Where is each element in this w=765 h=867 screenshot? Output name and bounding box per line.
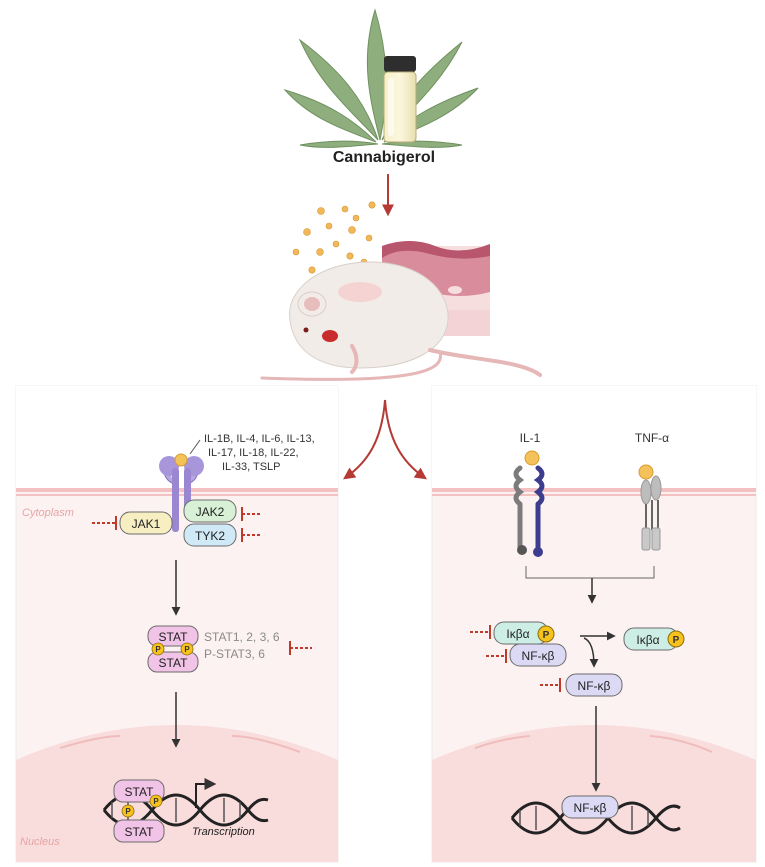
svg-text:JAK1: JAK1: [132, 517, 161, 531]
tnf-receptor-icon: [638, 464, 662, 551]
svg-text:P: P: [153, 797, 159, 806]
tyk2-inhibitor: [241, 528, 262, 542]
svg-text:STAT: STAT: [159, 656, 189, 670]
left-nucleus: [16, 725, 338, 862]
svg-text:P: P: [184, 645, 190, 654]
ikba-inhibitor: [470, 625, 491, 639]
svg-text:P: P: [543, 630, 550, 641]
svg-text:STAT: STAT: [159, 630, 189, 644]
stat-list-2: P-STAT3, 6: [204, 647, 265, 661]
dna-right-rungs: [519, 806, 649, 830]
nuclear-nfkb-node: NF-κβ: [561, 795, 619, 819]
nfkb-release-arrow: [583, 637, 599, 668]
nucleus-label: Nucleus: [20, 836, 60, 848]
free-ikba-node: Iκβα P: [623, 627, 685, 651]
jak2-inhibitor: [241, 507, 262, 521]
cytokine-pointer: [189, 439, 201, 455]
tnf-label: TNF-α: [635, 431, 669, 445]
svg-text:TYK2: TYK2: [195, 529, 225, 543]
nfkb-complex-inhibitor: [486, 649, 507, 663]
cytokine-line-3: IL-33, TSLP: [222, 461, 281, 473]
converge-bracket: [525, 566, 655, 579]
vial-icon: [383, 56, 417, 143]
svg-text:Iκβα: Iκβα: [636, 633, 659, 647]
nuclear-stat-dimer: STAT STAT P P: [113, 779, 165, 843]
svg-text:NF-κβ: NF-κβ: [574, 801, 607, 815]
right-extracellular: [432, 386, 756, 490]
transcription-start-arrow: [195, 778, 217, 808]
svg-text:STAT: STAT: [125, 785, 155, 799]
svg-text:P: P: [125, 807, 131, 816]
jak1-inhibitor: [92, 516, 117, 530]
transcription-label: Transcription: [192, 826, 255, 838]
jak1-node: JAK1: [119, 511, 173, 535]
svg-text:JAK2: JAK2: [196, 505, 225, 519]
svg-text:NF-κβ: NF-κβ: [578, 679, 611, 693]
mouse-icon: [260, 261, 542, 381]
ikba-node: Iκβα P: [493, 621, 555, 645]
cannabis-leaf-icon: [283, 8, 479, 148]
tyk2-node: TYK2: [183, 523, 237, 547]
cytokine-line-2: IL-17, IL-18, IL-22,: [208, 447, 299, 459]
cytokine-line-1: IL-1B, IL-4, IL-6, IL-13,: [204, 433, 315, 445]
free-nfkb-node: NF-κβ: [565, 673, 623, 697]
stat-list-1: STAT1, 2, 3, 6: [204, 630, 280, 644]
cytoplasm-label: Cytoplasm: [22, 507, 74, 519]
il1-label: IL-1: [520, 431, 541, 445]
il1-receptor-icon: [513, 450, 545, 557]
jak2-node: JAK2: [183, 499, 237, 523]
stat-inhibitor: [289, 641, 312, 655]
stat-dimer: STAT STAT P P: [147, 625, 199, 673]
right-nucleus: [432, 725, 756, 862]
nfkb-complex-node: NF-κβ: [509, 643, 567, 667]
svg-text:Iκβα: Iκβα: [506, 627, 529, 641]
svg-text:STAT: STAT: [125, 825, 155, 839]
right-membrane: [432, 488, 756, 496]
split-arrows: [343, 399, 427, 480]
svg-text:P: P: [155, 645, 161, 654]
svg-text:P: P: [673, 635, 680, 646]
svg-text:NF-κβ: NF-κβ: [522, 649, 555, 663]
free-nfkb-inhibitor: [540, 678, 561, 692]
compound-title: Cannabigerol: [333, 149, 435, 166]
